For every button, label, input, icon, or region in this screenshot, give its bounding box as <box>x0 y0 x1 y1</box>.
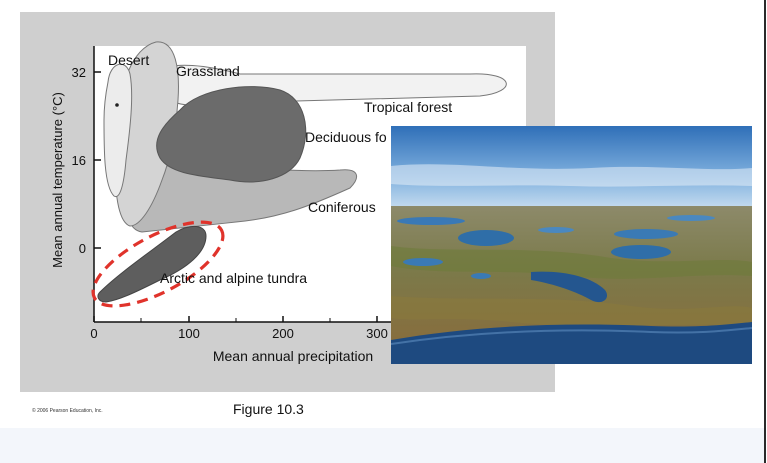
label-grassland: Grassland <box>176 63 240 79</box>
lake <box>667 215 715 221</box>
deciduous-forest-region <box>156 86 307 183</box>
lake <box>538 227 574 233</box>
cloud-band <box>391 164 752 187</box>
y-tick-label-16: 16 <box>72 153 86 168</box>
figure-caption: Figure 10.3 <box>233 401 304 417</box>
lake <box>458 230 514 246</box>
copyright-notice: © 2006 Pearson Education, Inc. <box>32 408 103 414</box>
river-shine <box>391 327 752 345</box>
vegetation-patch <box>391 296 752 326</box>
x-tick-label-0: 0 <box>90 326 97 341</box>
desert-region <box>103 63 133 198</box>
lake <box>531 271 608 303</box>
label-deciduous-forest: Deciduous fo <box>305 129 387 145</box>
desert-point-marker <box>115 103 119 107</box>
y-tick-label-0: 0 <box>79 241 86 256</box>
tundra-photo-illustration <box>391 126 752 364</box>
label-coniferous-forest: Coniferous <box>308 199 376 215</box>
x-tick-label-100: 100 <box>178 326 200 341</box>
y-tick-label-32: 32 <box>72 65 86 80</box>
window-border <box>764 0 766 463</box>
x-axis-title: Mean annual precipitation <box>213 348 373 364</box>
lake <box>397 217 465 225</box>
tundra-photo <box>391 126 752 364</box>
lake <box>403 258 443 266</box>
x-tick-label-300: 300 <box>366 326 388 341</box>
pond <box>471 273 491 279</box>
tundra-highlight-ellipse <box>91 220 225 308</box>
lake <box>614 229 678 239</box>
label-desert: Desert <box>108 52 149 68</box>
x-tick-label-200: 200 <box>272 326 294 341</box>
y-axis-title: Mean annual temperature (°C) <box>50 92 65 268</box>
vegetation-patch <box>391 246 752 279</box>
lake <box>611 245 671 259</box>
label-tropical-forest: Tropical forest <box>364 99 452 115</box>
tundra-region <box>97 226 207 303</box>
footer-band <box>0 428 764 463</box>
label-tundra: Arctic and alpine tundra <box>160 270 307 286</box>
